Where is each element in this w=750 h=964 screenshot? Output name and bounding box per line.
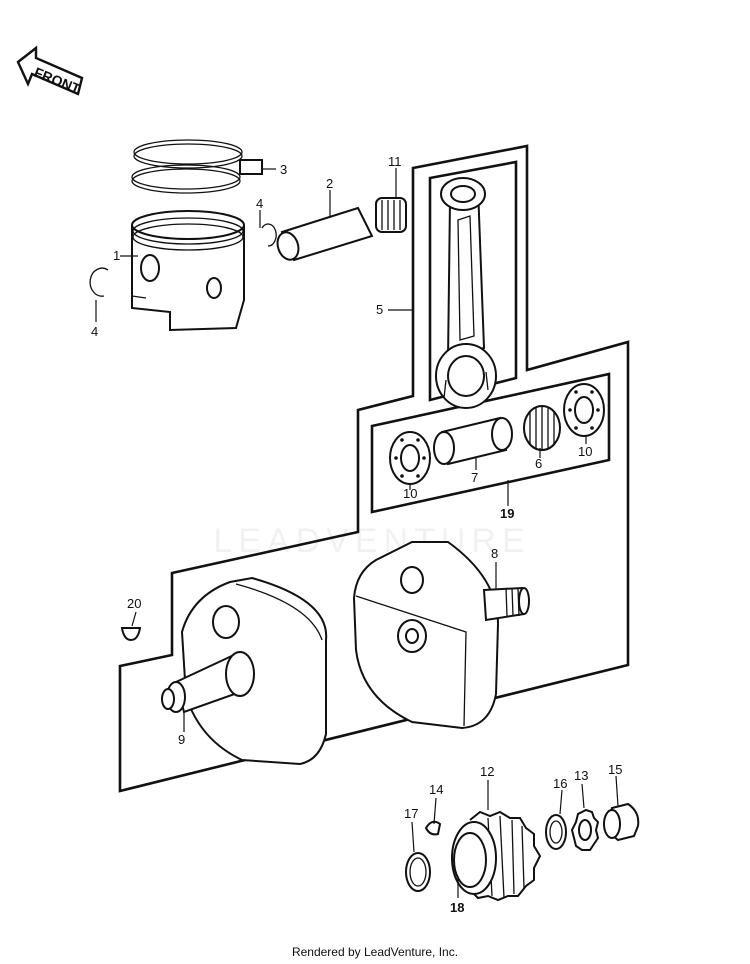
piston-pin-icon — [276, 206, 374, 262]
crank-pin-icon — [433, 416, 513, 466]
callout-8: 8 — [491, 546, 498, 561]
callout-15: 15 — [608, 762, 622, 777]
circlip-16-icon — [545, 814, 567, 850]
callout-3: 3 — [280, 162, 287, 177]
callout-11: 11 — [388, 154, 402, 169]
callout-1: 1 — [113, 248, 120, 263]
woodruff-key-14-icon — [424, 820, 442, 836]
thrust-washer-left-icon — [389, 431, 431, 485]
callout-16: 16 — [553, 776, 567, 791]
callout-14: 14 — [429, 782, 443, 797]
nut-icon — [603, 802, 640, 842]
callout-7: 7 — [471, 470, 478, 485]
small-end-bearing-icon — [375, 197, 407, 233]
primary-gear-icon — [451, 810, 542, 902]
callout-20: 20 — [127, 596, 141, 611]
footer-credit: Rendered by LeadVenture, Inc. — [292, 945, 458, 959]
callout-19: 19 — [500, 506, 514, 521]
callout-6: 6 — [535, 456, 542, 471]
lock-washer-icon — [570, 808, 600, 851]
crankshaft-left-half-icon — [161, 576, 328, 766]
connecting-rod-icon — [435, 177, 497, 409]
callout-13: 13 — [574, 768, 588, 783]
callout-4-lower: 4 — [91, 324, 98, 339]
woodruff-key-20-icon — [120, 627, 142, 642]
callout-10-right: 10 — [578, 444, 592, 459]
assembly-outline — [118, 144, 630, 793]
big-end-bearing-icon — [523, 405, 561, 451]
front-arrow-icon: FRONT — [16, 45, 84, 97]
callout-18: 18 — [450, 900, 464, 915]
piston-rings-icon — [131, 139, 263, 194]
circlip-left-icon — [89, 267, 109, 297]
shim-17-icon — [405, 852, 431, 892]
callout-12: 12 — [480, 764, 494, 779]
callout-10-left: 10 — [403, 486, 417, 501]
rod-kit-inner-outline — [428, 160, 518, 402]
crankshaft-right-half-icon — [352, 541, 530, 730]
kit-19-outline — [370, 372, 611, 514]
leader-lines — [95, 168, 619, 898]
callout-4-upper: 4 — [256, 196, 263, 211]
callout-2: 2 — [326, 176, 333, 191]
callout-17: 17 — [404, 806, 418, 821]
circlip-right-icon — [261, 223, 277, 247]
callout-9: 9 — [178, 732, 185, 747]
callout-5: 5 — [376, 302, 383, 317]
piston-icon — [131, 210, 245, 332]
thrust-washer-right-icon — [563, 383, 605, 437]
